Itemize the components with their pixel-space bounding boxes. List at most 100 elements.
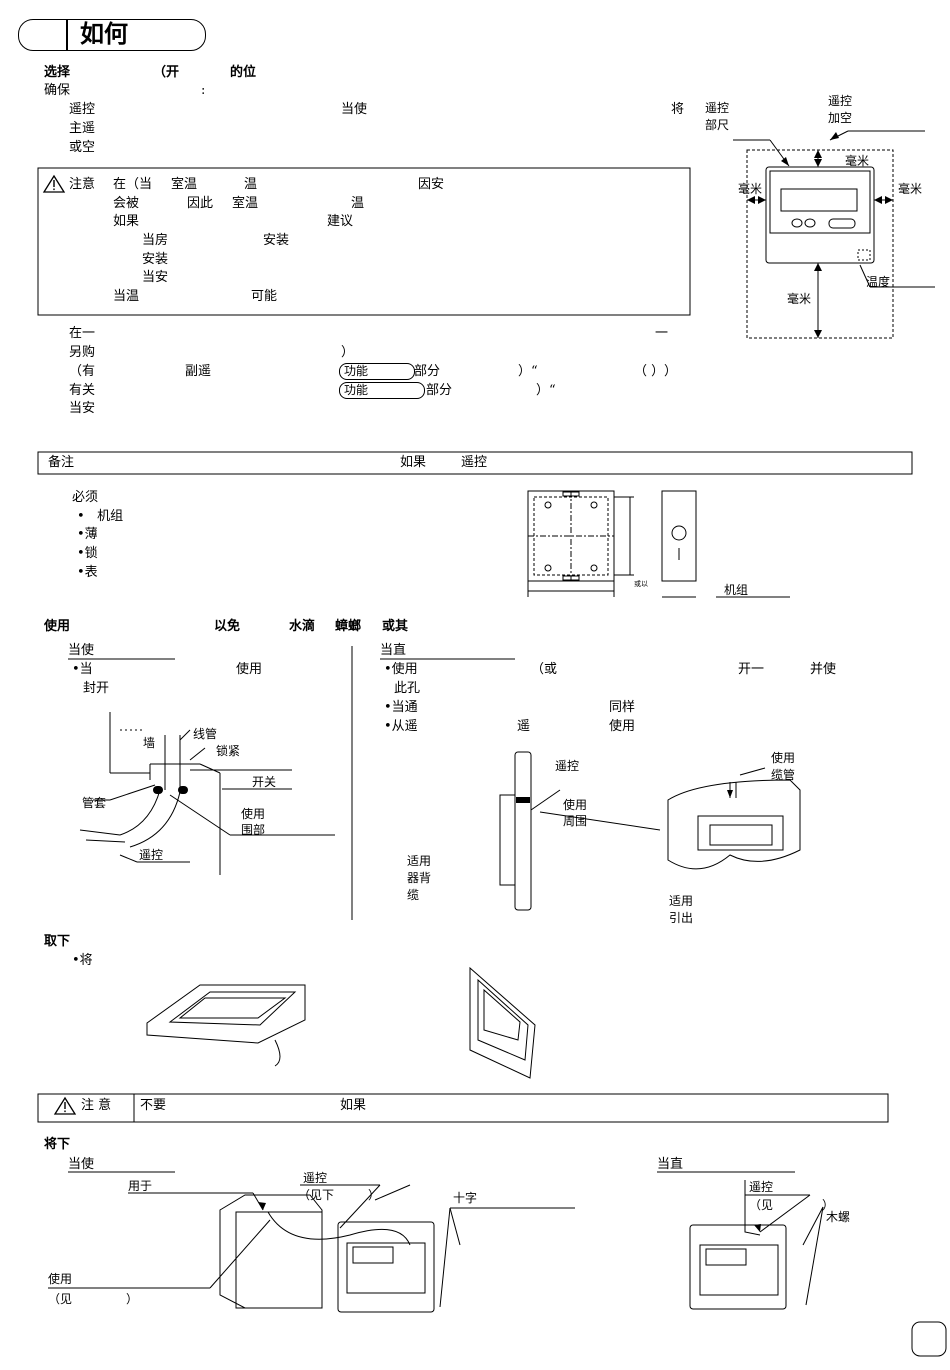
sec6-use: 使用 <box>48 1272 73 1286</box>
sec6-remote: 遥控 <box>303 1171 328 1185</box>
caution1-l2-d: 温 <box>351 196 365 211</box>
caution1-l3-a: 如果 <box>113 214 140 229</box>
sec6-cross: 十字 <box>453 1191 478 1205</box>
fig1-label-tr-2: 加空 <box>828 111 853 125</box>
para2-l5-a: 当安 <box>69 401 96 416</box>
sec3-bullet-2: •薄 <box>77 527 98 542</box>
fig-right-apply-2: 器背 <box>407 871 432 885</box>
fig-right-apply-1: 适用 <box>407 854 432 868</box>
sec4-right-b3b: 遥 <box>517 719 531 734</box>
fig1-label-tl-1: 遥控 <box>705 101 730 115</box>
para2-l4-a: 有关 <box>69 383 96 398</box>
caution1-l6-a: 当安 <box>142 270 169 285</box>
para2-l4-d: ）“ <box>536 383 556 398</box>
sec4-heading-4: 蟑螂 <box>335 619 362 634</box>
caution1-l1-d: 因安 <box>418 177 445 192</box>
sec4-left-title: 当使 <box>68 643 95 658</box>
sec4-right-b1b: （或 <box>531 662 558 677</box>
caution1-l7-b: 可能 <box>251 289 278 304</box>
header-tab <box>18 19 206 51</box>
sec4-heading-2: 以免 <box>214 619 241 634</box>
fig1-temp: 温度 <box>866 275 891 289</box>
sec4-right-b2-text: 当通 <box>391 700 418 715</box>
note-label: 备注 <box>48 455 75 470</box>
sec3-bullet-2-text: 薄 <box>84 527 98 542</box>
sec1-colon: : <box>201 83 206 98</box>
note-mid: 如果 <box>400 455 427 470</box>
sec6-see: （见 <box>48 1292 73 1306</box>
sec6-heading: 将下 <box>44 1137 71 1152</box>
sec1-line1-c: 将 <box>671 102 685 117</box>
sec6-remote2: 遥控 <box>749 1180 774 1194</box>
sec4-right-b1e: 此孔 <box>394 681 421 696</box>
fig-right-use: 使用 <box>563 798 588 812</box>
fig-left-switch: 开关 <box>252 775 277 789</box>
header-tab-divider <box>66 19 68 51</box>
caution1-l5-a: 安装 <box>142 252 169 267</box>
sec4-right-b3-text: 从遥 <box>391 719 418 734</box>
page-title: 如何 <box>80 20 128 48</box>
para2-l3-f: ） <box>664 364 678 379</box>
sec6-paren: ） <box>368 1188 381 1202</box>
sec1-heading-3: 的位 <box>230 65 257 80</box>
sec4-right-b1-text: 使用 <box>391 662 418 677</box>
sec4-heading-1: 使用 <box>44 619 71 634</box>
caution1-l4-b: 安装 <box>263 233 290 248</box>
fig-left-conduit: 线管 <box>193 727 218 741</box>
fig-left-sleeve: 管套 <box>82 796 107 810</box>
fig1-label-tr-1: 遥控 <box>828 94 853 108</box>
function-badge-2: 功能 <box>339 382 425 399</box>
fig-right-use-cable-2: 缆管 <box>771 768 796 782</box>
fig-right-apply-out-1: 适用 <box>669 894 694 908</box>
sec3-bullet-3-text: 锁 <box>84 546 98 561</box>
function-badge-1: 功能 <box>339 363 415 380</box>
sec3-bullet-3: •锁 <box>77 546 98 561</box>
fig-left-around: 围部 <box>241 823 266 837</box>
sec6-see2: （见 <box>749 1198 774 1212</box>
caution2-text: 不要 <box>140 1098 167 1113</box>
note-right: 遥控 <box>461 455 488 470</box>
sec1-confirm: 确保 <box>44 83 71 98</box>
fig1-label-tl-2: 部尺 <box>705 118 730 132</box>
sec3-must: 必须 <box>72 490 99 505</box>
fig-right-around: 周围 <box>563 814 588 828</box>
sec4-right-b1: •使用 <box>384 662 418 677</box>
sec6-wood-screw: 木螺 <box>826 1210 851 1224</box>
sec4-left-b1: •当 <box>72 662 93 677</box>
fig1-mm-right: 毫米 <box>898 182 923 196</box>
caution1-l2-b: 因此 <box>187 196 214 211</box>
sec3-bullet-1: • 机组 <box>77 509 124 524</box>
sec5-bullet: •将 <box>72 953 93 968</box>
fig1-mm-top: 毫米 <box>845 154 870 168</box>
para2-l3-d: ）“ <box>518 364 538 379</box>
sec1-line3-a: 或空 <box>69 140 96 155</box>
caution1-l7-a: 当温 <box>113 289 140 304</box>
caution1-l3-b: 建议 <box>327 214 354 229</box>
sec4-right-title: 当直 <box>380 643 407 658</box>
sec6-see-below: （见下 <box>298 1188 335 1202</box>
caution1-l1-b: 室温 <box>171 177 198 192</box>
sec3-bullet-4: •表 <box>77 565 98 580</box>
sec1-heading-2: （开 <box>153 65 180 80</box>
sec4-right-b3c: 使用 <box>609 719 636 734</box>
sec1-heading-1: 选择 <box>44 65 71 80</box>
caution2-text2: 如果 <box>340 1098 367 1113</box>
para2-l3-a: （有 <box>69 364 96 379</box>
para2-l4-c: 部分 <box>426 383 453 398</box>
para2-l3-b: 副遥 <box>185 364 212 379</box>
sec3-bullet-1-text: 机组 <box>97 509 124 524</box>
sec1-line1-b: 当使 <box>341 102 368 117</box>
sec5-heading: 取下 <box>44 934 71 949</box>
sec6-paren2: ） <box>126 1292 139 1306</box>
caution1-l1-c: 温 <box>244 177 258 192</box>
sec4-right-b1c: 开一 <box>738 662 765 677</box>
sec4-right-b2b: 同样 <box>609 700 636 715</box>
sec5-bullet-text: 将 <box>79 953 93 968</box>
fig-right-apply-3: 缆 <box>407 888 420 902</box>
fig-right-apply-out-2: 引出 <box>669 911 694 925</box>
sec4-right-b3: •从遥 <box>384 719 418 734</box>
sec1-line1-a: 遥控 <box>69 102 96 117</box>
fig1-mm-bottom: 毫米 <box>787 292 812 306</box>
fig-right-use-cable-1: 使用 <box>771 751 796 765</box>
